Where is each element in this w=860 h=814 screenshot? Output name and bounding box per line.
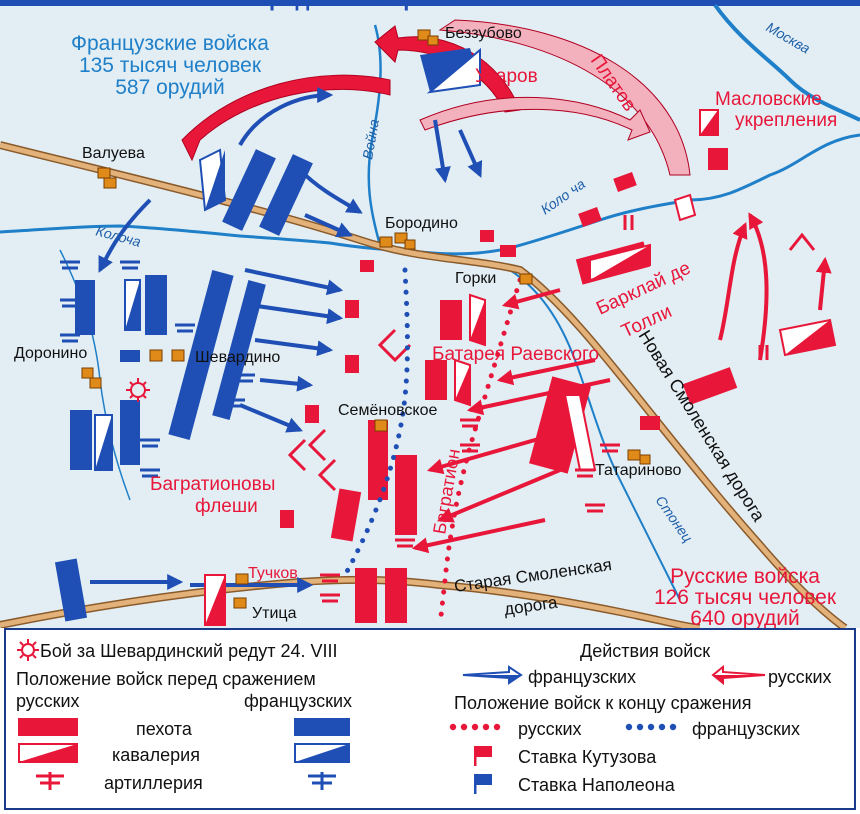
legend-end-russian: русских [518, 719, 582, 739]
legend-french-action-arrow [462, 665, 523, 685]
raevsky-battery-outline [377, 328, 412, 363]
end-line-russian [437, 277, 523, 628]
legend-russian-artillery-swatch [36, 772, 64, 790]
shevardino-fight-icon [126, 378, 150, 402]
map-legend: Бой за Шевардинский редут 24. VIII Полож… [4, 628, 856, 810]
french-cavalry [94, 47, 481, 471]
french-army-men: 135 тысяч человек [79, 54, 262, 77]
legend-end-french: французских [692, 719, 801, 739]
river-stonets [509, 269, 681, 601]
legend-end-russian-dots [449, 723, 501, 731]
russian-army-name: Русские войска [670, 565, 820, 588]
place-tuchkov: Тучков [248, 565, 298, 582]
legend-kutuzov-hq: Ставка Кутузова [518, 747, 657, 767]
river-voina [367, 24, 382, 246]
legend-end-french-dots [625, 723, 677, 731]
legend-shevardino-fight: Бой за Шевардинский редут 24. VIII [40, 641, 338, 661]
place-bezzubovo: Беззубово [445, 25, 522, 42]
russian-army-men: 126 тысяч человек [654, 586, 837, 609]
map-background [0, 0, 860, 628]
fleche-2 [307, 428, 327, 462]
platov-raid-arc [438, 19, 691, 176]
redoubt-east [788, 232, 816, 251]
place-valueva: Валуева [82, 145, 145, 162]
french-infantry [54, 149, 313, 622]
russian-army-guns: 640 орудий [690, 607, 800, 628]
legend-actions-french: французских [528, 667, 637, 687]
label-fleches-2: флеши [195, 496, 258, 517]
kutuzov-hq-marker [640, 416, 660, 430]
label-voina: Война [359, 118, 382, 161]
river-kolocha [0, 133, 860, 256]
place-utitsa: Утица [252, 605, 297, 622]
rivers [0, 3, 860, 601]
fleche-1 [287, 438, 307, 472]
legend-fight-icon [17, 639, 39, 661]
map-title: Бородинское сражение 26 VIII 1812 [240, 0, 621, 11]
label-maslov-1: Масловские [715, 89, 822, 110]
place-doronino: Доронино [14, 345, 87, 362]
place-shevardino: Шевардино [195, 349, 280, 366]
river-moskva [713, 3, 860, 122]
french-army-label: Французские войска 135 тысяч человек 587… [71, 32, 269, 99]
legend-actions-russian: русских [768, 667, 832, 687]
legend-napoleon-hq: Ставка Наполеона [518, 775, 675, 795]
place-labels: Беззубово Валуева Бородино Горки Доронин… [14, 25, 682, 622]
legend-russians-heading: русских [16, 691, 80, 711]
legend-french-heading: французских [244, 691, 353, 711]
legend-russian-action-arrow [711, 664, 766, 686]
legend-positions-before: Положение войск перед сражением [16, 669, 316, 689]
legend-russian-infantry-swatch [18, 718, 78, 736]
map-top-border [0, 0, 860, 6]
legend-french-cavalry-swatch [294, 743, 350, 763]
end-positions [342, 267, 523, 628]
legend-actions-heading: Действия войск [580, 641, 711, 661]
place-semenovskoe: Семёновское [338, 402, 437, 419]
legend-napoleon-hq-icon [474, 774, 492, 794]
fortifications [287, 232, 816, 492]
french-army-name: Французские войска [71, 32, 269, 55]
label-fleches-1: Багратионовы [150, 474, 275, 495]
road-old-smolensk [0, 577, 701, 628]
label-uvarov: Уваров [475, 66, 538, 87]
place-gorki: Горки [455, 270, 496, 287]
end-line-french [342, 267, 410, 578]
place-tatarinovo: Татариново [595, 462, 682, 479]
russian-cavalry-raids [181, 19, 691, 176]
russian-army-label: Русские войска 126 тысяч человек 640 ору… [654, 565, 837, 628]
place-borodino: Бородино [385, 215, 458, 232]
legend-kutuzov-hq-icon [474, 746, 492, 766]
french-army-guns: 587 орудий [115, 76, 225, 99]
legend-french-infantry-swatch [294, 718, 350, 736]
label-raevsky-battery: Батарея Раевского [432, 344, 599, 365]
legend-russian-cavalry-swatch [18, 743, 78, 763]
label-maslov-2: укрепления [735, 110, 837, 131]
napoleon-hq-marker [120, 350, 140, 362]
uvarov-return-arrow [419, 96, 651, 141]
french-artillery [60, 260, 255, 478]
legend-positions-end: Положение войск к концу сражения [454, 693, 752, 713]
villages [81, 29, 651, 609]
map-canvas: Бородинское сражение 26 VIII 1812 [0, 0, 860, 628]
legend-french-artillery-swatch [308, 772, 336, 790]
russian-counter-arrows [411, 212, 832, 554]
russian-artillery [320, 215, 769, 603]
legend-cavalry: кавалерия [112, 745, 200, 765]
fleche-3 [317, 458, 337, 492]
legend-infantry: пехота [136, 719, 192, 739]
legend-artillery: артиллерия [104, 773, 203, 793]
